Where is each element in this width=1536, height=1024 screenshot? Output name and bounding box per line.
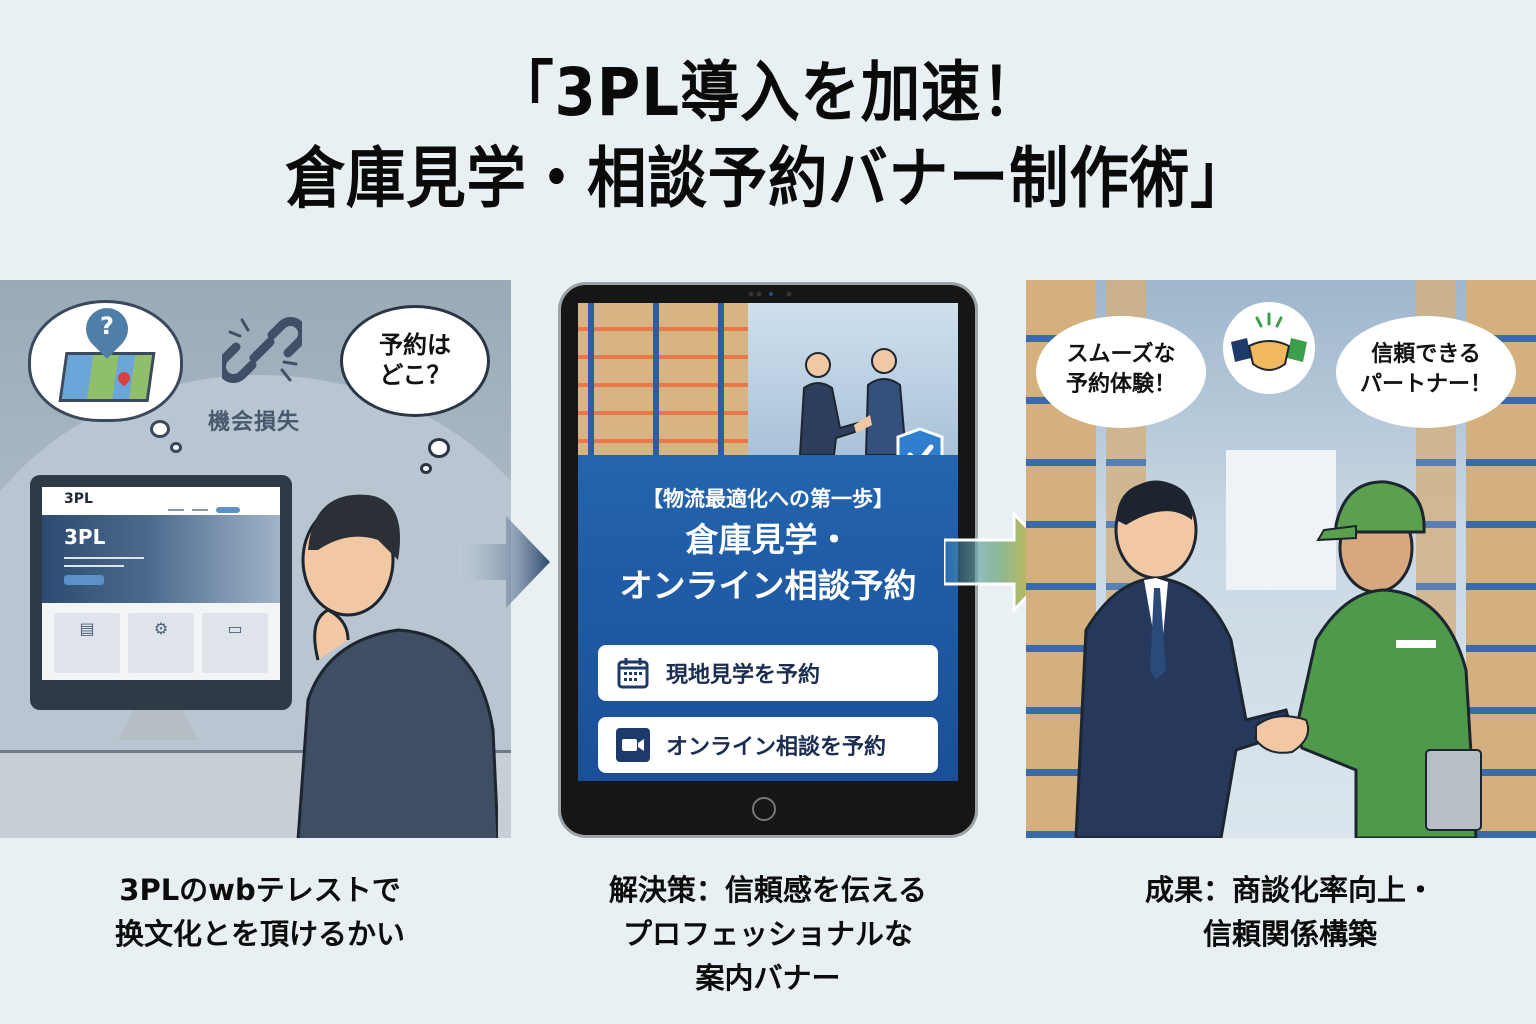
speech-dot (420, 463, 432, 474)
hero-cta-button (64, 575, 104, 585)
banner-title: 倉庫見学・ オンライン相談予約 (578, 517, 958, 609)
speech-line-2: どこ？ (379, 361, 451, 389)
speech-line-1: 予約は (379, 331, 451, 359)
caption-result: 成果：商談化率向上・ 信頼関係構築 (1080, 868, 1500, 956)
bubble-right-line-2: パートナー！ (1359, 372, 1492, 397)
bubble-right-line-1: 信頼できる (1371, 342, 1481, 367)
website-feature-cards: ▤ ⚙ ▭ (42, 603, 280, 680)
question-mark-icon: ? (100, 312, 114, 340)
handshake-badge (1223, 302, 1315, 394)
website-nav (168, 499, 258, 513)
caption-solution-line-2: プロフェッショナルな (622, 917, 913, 951)
website-hero: 3PL (42, 515, 280, 603)
title-line-1: 「3PL導入を加速！ (494, 54, 1042, 131)
caption-result-line-1: 成果：商談化率向上・ (1144, 873, 1435, 907)
document-calendar-icon: ▤ (54, 613, 120, 673)
shelf-post (653, 303, 659, 455)
caption-solution-line-3: 案内バナー (695, 961, 841, 995)
thought-dot (150, 420, 170, 438)
calendar-icon (617, 658, 649, 689)
caption-problem-line-1: 3PLのwbテレストで (119, 873, 401, 907)
website-header: 3PL (42, 487, 280, 515)
handshake-icon (1231, 312, 1307, 371)
broken-chain-icon (222, 317, 302, 383)
website-hero-heading: 3PL (64, 525, 106, 549)
map-icon (58, 352, 156, 402)
banner-subtitle: 【物流最適化への第一歩】 (642, 487, 894, 511)
banner-title-line-2: オンライン相談予約 (619, 566, 917, 605)
tablet-camera (748, 291, 792, 297)
website-logo: 3PL (64, 491, 93, 507)
book-online-consultation-button[interactable]: オンライン相談を予約 (598, 717, 938, 773)
problem-illustration-panel: ? 機会損失 予約は どこ？ 3PL 3PL (0, 280, 511, 838)
computer-icon: ▭ (202, 613, 268, 673)
speech-bubble-where: 予約は どこ？ (340, 305, 490, 417)
bubble-left-line-1: スムーズな (1066, 342, 1176, 367)
speech-bubble-smooth: スムーズな 予約体験！ (1036, 316, 1206, 428)
caption-result-line-2: 信頼関係構築 (1202, 917, 1377, 951)
speech-bubble-trusted: 信頼できる パートナー！ (1336, 316, 1516, 428)
caption-solution: 解決策：信頼感を伝える プロフェッショナルな 案内バナー (540, 868, 996, 1000)
tablet-home-button (752, 797, 776, 821)
worried-businessman (296, 494, 498, 838)
opportunity-loss-label: 機会損失 (208, 410, 301, 435)
speech-dot (428, 438, 450, 458)
hero-text-line (64, 557, 144, 559)
booking-banner: 【物流最適化への第一歩】 倉庫見学・ オンライン相談予約 現地見学を予約 (578, 455, 958, 781)
arrow-right-icon (458, 516, 550, 608)
bubble-left-line-2: 予約体験！ (1065, 372, 1176, 397)
shelf-post (718, 303, 724, 455)
thought-dot (170, 442, 182, 453)
website-screen: 3PL 3PL ▤ ⚙ ▭ (42, 487, 280, 680)
hero-text-line (64, 565, 124, 567)
warehouse-door (1226, 450, 1336, 590)
businessman-and-worker-handshake (1074, 480, 1482, 838)
gear-icon: ⚙ (128, 613, 194, 673)
warehouse-handshake-photo (578, 303, 958, 455)
banner-screen: 【物流最適化への第一歩】 倉庫見学・ オンライン相談予約 現地見学を予約 (578, 303, 958, 781)
book-online-consultation-label: オンライン相談を予約 (666, 735, 887, 760)
video-camera-icon (616, 728, 650, 762)
result-illustration-panel: スムーズな 予約体験！ 信頼できる パートナー！ (1026, 280, 1536, 838)
desktop-monitor: 3PL 3PL ▤ ⚙ ▭ (30, 475, 292, 710)
caption-solution-line-1: 解決策：信頼感を伝える (608, 873, 928, 907)
page-title: 「3PL導入を加速！ 倉庫見学・相談予約バナー制作術」 (77, 50, 1459, 222)
banner-title-line-1: 倉庫見学・ (685, 520, 851, 559)
shelf-post (588, 303, 594, 455)
caption-problem: 3PLのwbテレストで 换文化とを頂けるかい (40, 868, 480, 956)
book-site-visit-button[interactable]: 現地見学を予約 (598, 645, 938, 701)
book-site-visit-label: 現地見学を予約 (666, 663, 821, 688)
handshake-people (798, 348, 908, 455)
caption-problem-line-2: 换文化とを頂けるかい (114, 917, 405, 951)
title-line-2: 倉庫見学・相談予約バナー制作術」 (285, 140, 1251, 217)
tablet-device: 【物流最適化への第一歩】 倉庫見学・ オンライン相談予約 現地見学を予約 (558, 282, 978, 838)
